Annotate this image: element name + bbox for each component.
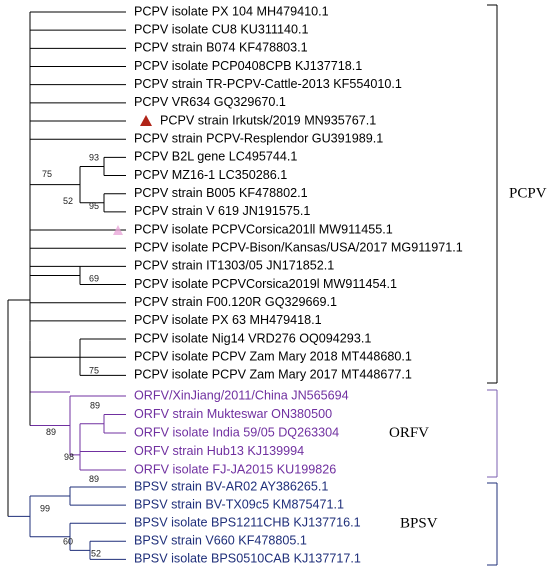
- taxon-label-5: PCPV strain TR-PCPV-Cattle-2013 KF554010…: [134, 77, 402, 91]
- taxon-label-2: PCPV isolate CU8 KU311140.1: [134, 22, 309, 36]
- clade-label-orfv: ORFV: [389, 425, 429, 441]
- faint-triangle-icon: [113, 225, 123, 236]
- taxon-label-28: BPSV strain BV-TX09c5 KM875471.1: [134, 497, 344, 511]
- tree-branches: [7, 11, 126, 560]
- taxon-label-26: ORFV isolate FJ-JA2015 KU199826: [134, 462, 336, 476]
- taxon-label-27: BPSV strain BV-AR02 AY386265.1: [134, 479, 328, 493]
- bootstrap-value-3: 95: [89, 201, 99, 211]
- taxon-label-14: PCPV isolate PCPV-Bison/Kansas/USA/2017 …: [134, 241, 463, 255]
- taxon-label-6: PCPV VR634 GQ329670.1: [134, 95, 286, 109]
- bootstrap-value-10: 89: [46, 427, 56, 437]
- bootstrap-value-9: 89: [89, 474, 99, 484]
- taxon-label-16: PCPV isolate PCPVCorsica2019l MW911454.1: [134, 277, 397, 291]
- bootstrap-value-4: 75: [42, 169, 52, 179]
- taxon-label-25: ORFV strain Hub13 KJ139994: [134, 444, 304, 458]
- bootstrap-value-7: 89: [90, 401, 100, 411]
- taxon-label-24: ORFV isolate India 59/05 DQ263304: [134, 425, 339, 439]
- clade-label-pcpv: PCPV: [509, 185, 547, 201]
- taxon-label-21: PCPV isolate PCPV Zam Mary 2017 MT448677…: [134, 368, 412, 382]
- taxon-label-30: BPSV strain V660 KF478805.1: [134, 534, 307, 548]
- clade-label-bpsv: BPSV: [400, 515, 438, 531]
- taxon-label-29: BPSV isolate BPS1211CHB KJ137716.1: [134, 516, 361, 530]
- bootstrap-value-1: 93: [89, 152, 99, 162]
- clade-brackets: PCPV ORFV BPSV: [389, 4, 547, 566]
- taxon-label-7: PCPV strain Irkutsk/2019 MN935767.1: [160, 113, 376, 127]
- taxon-label-31: BPSV isolate BPS0510CAB KJ137717.1: [134, 552, 361, 566]
- taxon-label-20: PCPV isolate PCPV Zam Mary 2018 MT448680…: [134, 350, 412, 364]
- taxon-label-13: PCPV isolate PCPVCorsica201ll MW911455.1: [134, 222, 393, 236]
- taxon-label-19: PCPV isolate Nig14 VRD276 OQ094293.1: [134, 331, 371, 345]
- taxon-label-12: PCPV strain V 619 JN191575.1: [134, 204, 310, 218]
- bootstrap-value-11: 60: [63, 536, 73, 546]
- taxon-label-10: PCPV MZ16-1 LC350286.1: [134, 168, 287, 182]
- taxon-label-17: PCPV strain F00.120R GQ329669.1: [134, 295, 337, 309]
- taxon-label-23: ORFV strain Mukteswar ON380500: [134, 407, 332, 421]
- taxon-label-15: PCPV strain IT1303/05 JN171852.1: [134, 259, 334, 273]
- bootstrap-values: 93 52 95 75 69 75 89 98 89 89 60 52 99: [40, 152, 101, 558]
- taxon-label-1: PCPV isolate PX 104 MH479410.1: [134, 4, 329, 18]
- bootstrap-value-12: 52: [91, 548, 101, 558]
- bootstrap-value-2: 52: [63, 196, 73, 206]
- taxon-label-11: PCPV strain B005 KF478802.1: [134, 186, 308, 200]
- bootstrap-value-8: 98: [64, 452, 74, 462]
- taxon-label-8: PCPV strain PCPV-Resplendor GU391989.1: [134, 132, 383, 146]
- taxon-label-18: PCPV isolate PX 63 MH479418.1: [134, 313, 322, 327]
- taxon-label-9: PCPV B2L gene LC495744.1: [134, 150, 297, 164]
- bootstrap-value-13: 99: [40, 503, 50, 513]
- triangle-icon: [140, 115, 152, 127]
- bootstrap-value-6: 75: [89, 365, 99, 375]
- taxon-label-22: ORFV/XinJiang/2011/China JN565694: [134, 388, 349, 402]
- taxon-label-3: PCPV strain B074 KF478803.1: [134, 41, 308, 55]
- taxon-label-4: PCPV isolate PCP0408CPB KJ137718.1: [134, 59, 362, 73]
- bootstrap-value-5: 69: [89, 274, 99, 284]
